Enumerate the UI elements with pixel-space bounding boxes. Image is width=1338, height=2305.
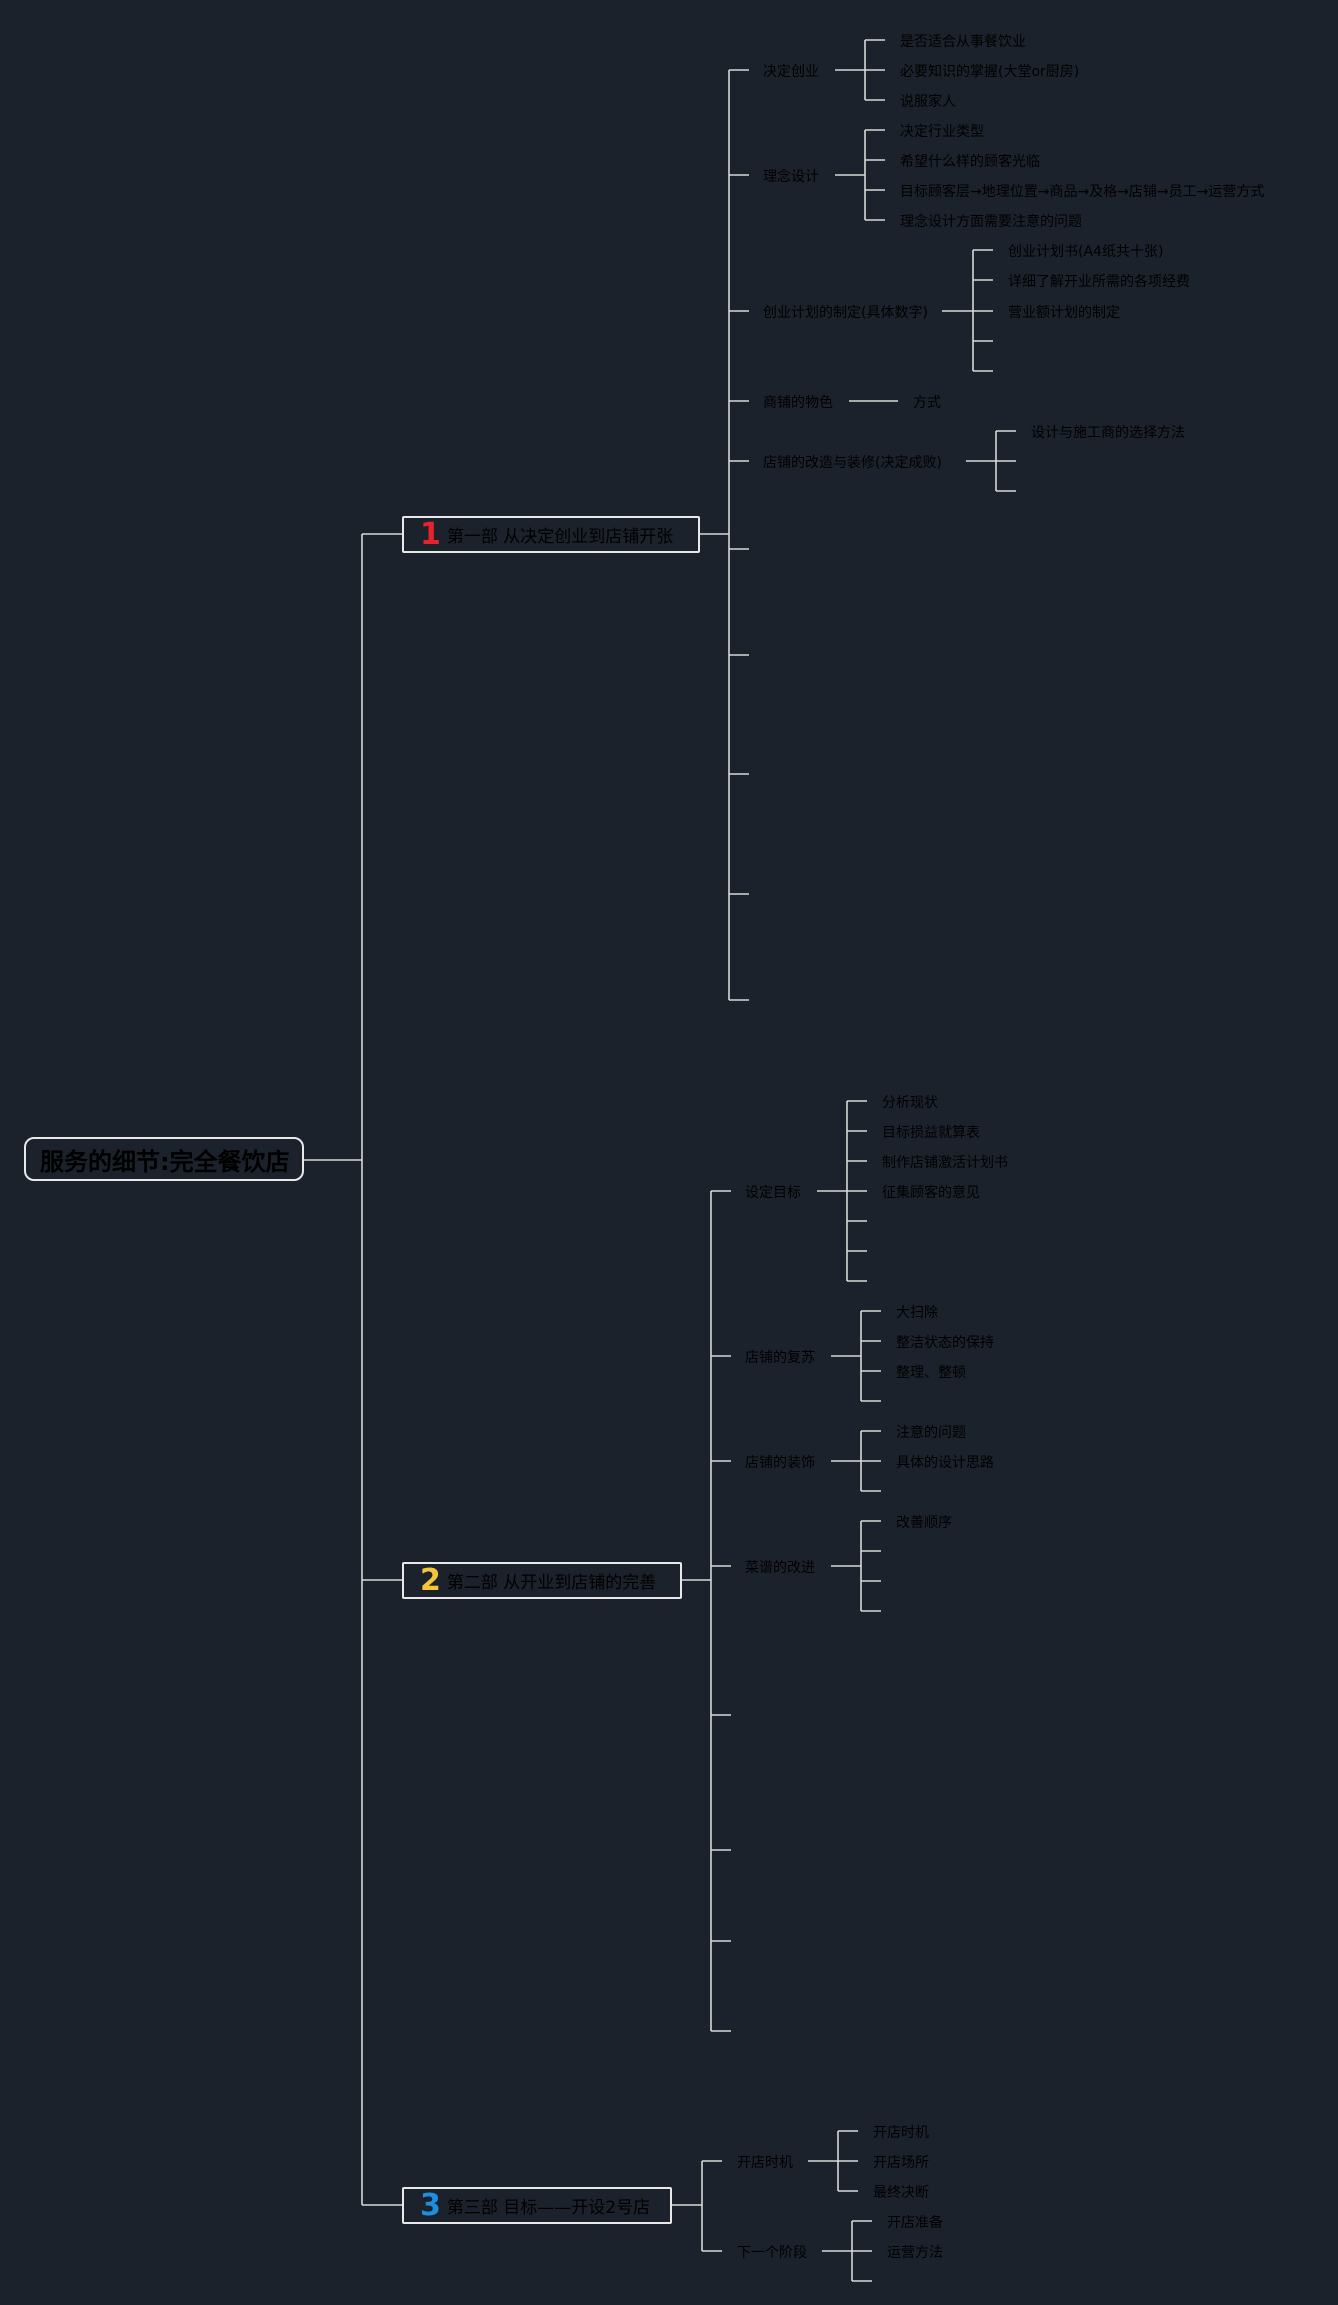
leaf-2-3-1[interactable]: 注意的问题 (896, 1425, 966, 1441)
leaf-1-2-4[interactable]: 理念设计方面需要注意的问题 (900, 214, 1082, 230)
leaf-2-1-3[interactable]: 制作店铺激活计划书 (882, 1155, 1008, 1171)
leaf-1-3-2[interactable]: 详细了解开业所需的各项经费 (1008, 274, 1190, 290)
leaf-2-2-1[interactable]: 大扫除 (896, 1305, 938, 1321)
leaf-3-2-1[interactable]: 开店准备 (887, 2215, 943, 2231)
topic-1-4[interactable]: 商铺的物色 (763, 395, 833, 411)
topic-1-2[interactable]: 理念设计 (763, 169, 819, 185)
leaf-2-1-4[interactable]: 征集顾客的意见 (882, 1185, 980, 1201)
leaf-1-2-3[interactable]: 目标顾客层→地理位置→商品→及格→店铺→员工→运营方式 (900, 184, 1265, 200)
leaf-2-1-2[interactable]: 目标损益就算表 (882, 1125, 980, 1141)
topic-1-1[interactable]: 决定创业 (763, 64, 819, 80)
topic-2-2[interactable]: 店铺的复苏 (745, 1350, 815, 1366)
leaf-2-2-3[interactable]: 整理、整顿 (896, 1365, 966, 1381)
leaf-1-5-1[interactable]: 设计与施工商的选择方法 (1031, 425, 1185, 441)
part-label-1: 第一部 从决定创业到店铺开张 (446, 527, 674, 547)
topic-3-2[interactable]: 下一个阶段 (737, 2245, 807, 2261)
part-number-2: 2 (420, 1563, 441, 1598)
leaf-1-3-1[interactable]: 创业计划书(A4纸共十张) (1008, 244, 1164, 260)
leaf-1-1-1[interactable]: 是否适合从事餐饮业 (900, 34, 1026, 50)
topic-3-1[interactable]: 开店时机 (737, 2155, 793, 2171)
leaf-1-1-2[interactable]: 必要知识的掌握(大堂or厨房) (900, 64, 1080, 80)
root-label: 服务的细节:完全餐饮店 (40, 1147, 290, 1176)
leaf-3-1-2[interactable]: 开店场所 (873, 2155, 929, 2171)
part-label-3: 第三部 目标——开设2号店 (446, 2198, 651, 2218)
leaf-1-4-1[interactable]: 方式 (913, 395, 941, 411)
part-number-3: 3 (420, 2188, 441, 2223)
topic-1-5[interactable]: 店铺的改造与装修(决定成败) (763, 455, 942, 471)
part-number-1: 1 (420, 517, 441, 552)
leaf-1-2-1[interactable]: 决定行业类型 (900, 124, 984, 140)
topic-2-3[interactable]: 店铺的装饰 (745, 1455, 815, 1471)
leaf-2-2-2[interactable]: 整洁状态的保持 (896, 1335, 994, 1351)
leaf-3-2-2[interactable]: 运营方法 (887, 2245, 943, 2261)
part-node-2[interactable]: 2 第二部 从开业到店铺的完善 (402, 1562, 682, 1599)
part-node-1[interactable]: 1 第一部 从决定创业到店铺开张 (402, 516, 700, 553)
root-node[interactable]: 服务的细节:完全餐饮店 (24, 1137, 304, 1181)
part-label-2: 第二部 从开业到店铺的完善 (446, 1573, 657, 1593)
topic-2-4[interactable]: 菜谱的改进 (745, 1560, 815, 1576)
topic-1-3[interactable]: 创业计划的制定(具体数字) (763, 305, 928, 321)
topic-2-1[interactable]: 设定目标 (745, 1185, 801, 1201)
leaf-1-1-3[interactable]: 说服家人 (900, 94, 956, 110)
leaf-2-1-1[interactable]: 分析现状 (882, 1095, 938, 1111)
leaf-3-1-3[interactable]: 最终决断 (873, 2185, 929, 2201)
leaf-1-3-3[interactable]: 营业额计划的制定 (1008, 305, 1120, 321)
leaf-1-2-2[interactable]: 希望什么样的顾客光临 (900, 154, 1040, 170)
leaf-3-1-1[interactable]: 开店时机 (873, 2125, 929, 2141)
part-node-3[interactable]: 3 第三部 目标——开设2号店 (402, 2187, 672, 2224)
leaf-2-4-1[interactable]: 改善顺序 (896, 1515, 952, 1531)
leaf-2-3-2[interactable]: 具体的设计思路 (896, 1455, 994, 1471)
